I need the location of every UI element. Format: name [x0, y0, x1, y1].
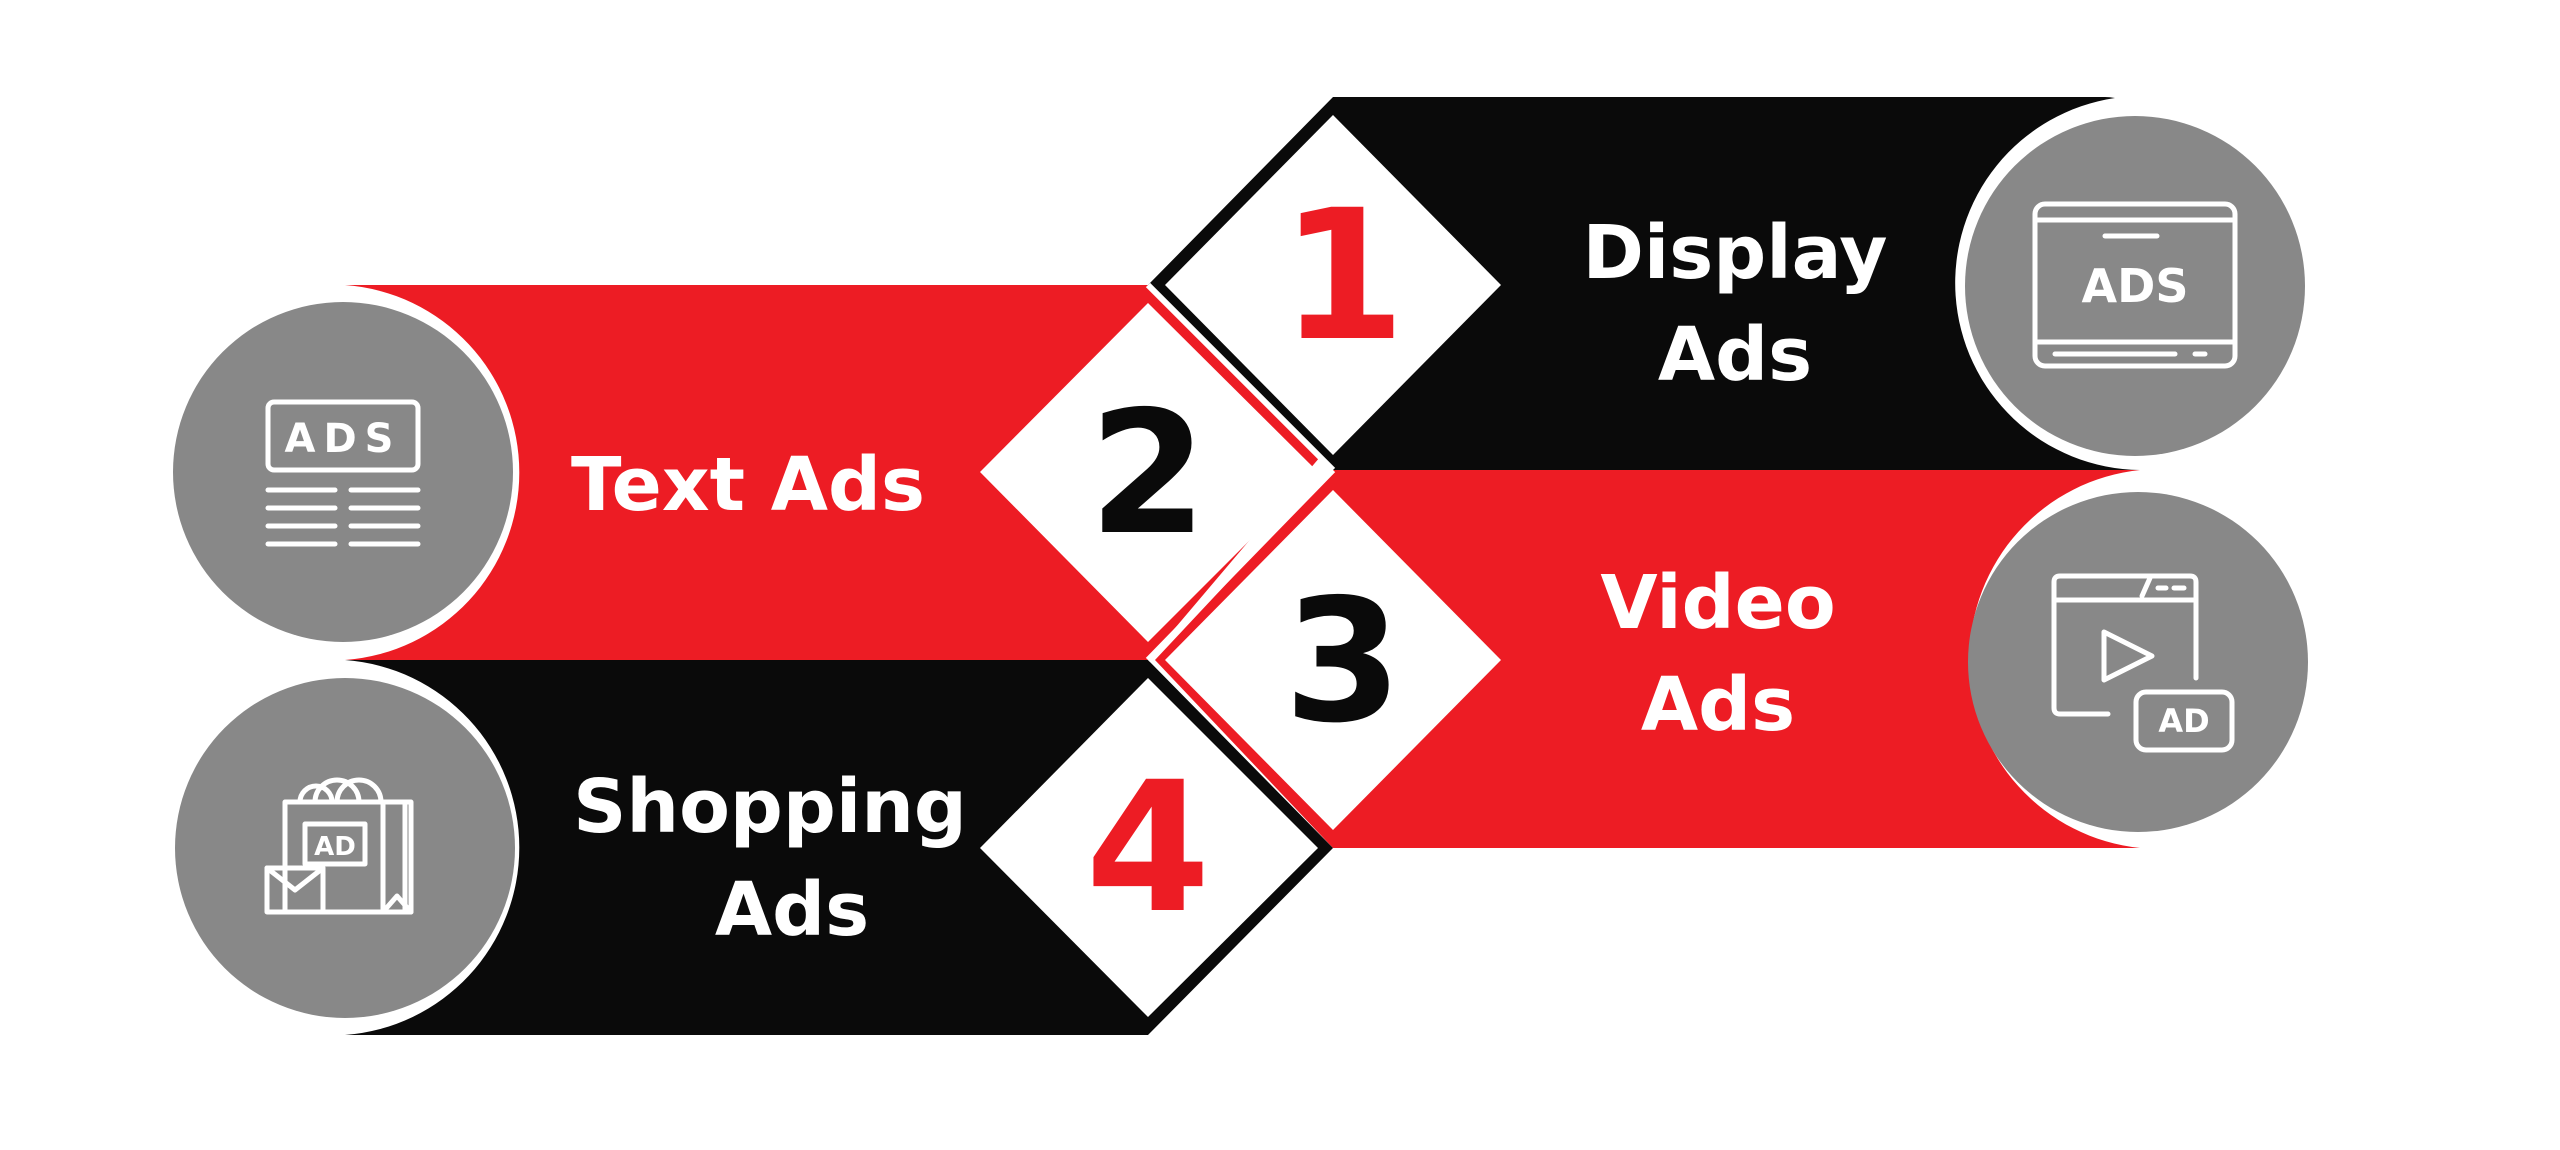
label-display-line-1: Display: [1582, 210, 1887, 296]
number-3: 3: [1284, 563, 1402, 761]
shopping-ads-icon-text: AD: [314, 832, 356, 862]
label-shopping-line-1: Shopping: [573, 764, 967, 850]
band-display-ads: ADS 1 Display Ads: [1148, 97, 2305, 470]
diamond-3: [1165, 490, 1501, 830]
text-ads-icon: ADS: [265, 399, 421, 547]
display-ads-icon: ADS: [2032, 201, 2238, 369]
number-4: 4: [1085, 744, 1210, 953]
label-display-line-2: Ads: [1658, 312, 1812, 398]
band-text-ads: ADS 2 Text Ads: [173, 285, 1320, 660]
display-ads-icon-text: ADS: [2082, 259, 2189, 313]
video-ads-icon-text: AD: [2158, 702, 2209, 740]
diamond-4: [980, 678, 1318, 1017]
band-separators: [1145, 282, 1336, 663]
label-text-ads: Text Ads: [571, 442, 925, 528]
label-shopping-line-2: Ads: [715, 867, 869, 953]
diamond-2: [980, 303, 1318, 642]
display-ads-icon-circle: [1965, 116, 2305, 456]
shopping-ads-icon-circle: [175, 678, 515, 1018]
number-1: 1: [1280, 172, 1405, 381]
label-video-line-1: Video: [1600, 560, 1835, 646]
band-shopping-ads: AD 4 Shopping Ads: [175, 660, 1333, 1035]
band-video-ads: AD 3 Video Ads: [1155, 470, 2308, 848]
text-ads-icon-text: ADS: [285, 416, 402, 462]
video-ads-icon: AD: [2051, 573, 2235, 753]
diamond-1: [1165, 115, 1501, 455]
number-2: 2: [1089, 375, 1207, 573]
label-video-line-2: Ads: [1641, 662, 1795, 748]
shopping-ads-icon: AD: [264, 777, 414, 915]
